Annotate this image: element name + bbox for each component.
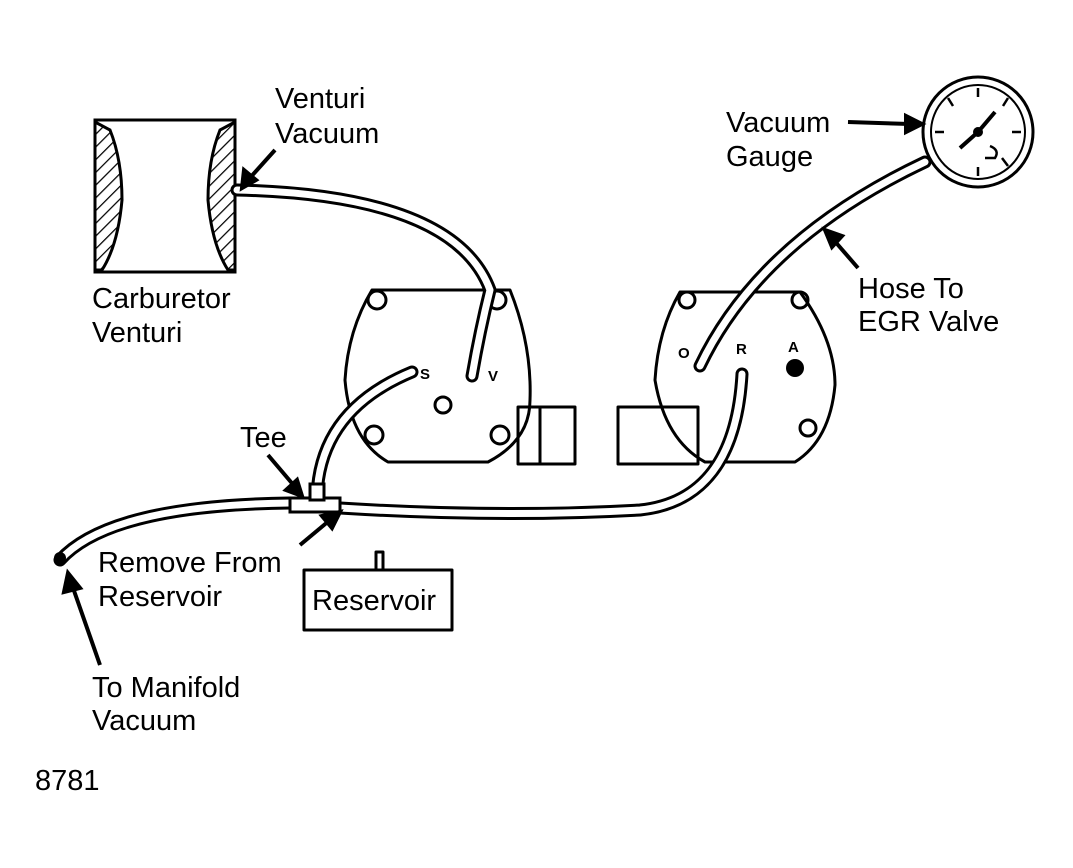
hoses <box>53 155 932 567</box>
hose-to-egr-label-2: EGR Valve <box>858 306 999 338</box>
arrow-vacuum-gauge <box>847 120 911 126</box>
venturi-vacuum-label-2: Vacuum <box>275 118 379 150</box>
port-o-label: O <box>678 345 690 362</box>
carburetor-venturi <box>93 118 237 274</box>
reservoir-label: Reservoir <box>312 585 436 617</box>
vacuum-gauge <box>921 75 1035 189</box>
arrow-to-manifold <box>70 584 102 666</box>
leader-arrows <box>61 112 927 666</box>
port-s-label: S <box>420 366 430 383</box>
labels: Venturi Vacuum Carburetor Venturi Vacuum… <box>35 83 999 797</box>
vacuum-gauge-label-2: Gauge <box>726 141 813 173</box>
hose-to-egr-label-1: Hose To <box>858 273 964 305</box>
carburetor-venturi-label-1: Carburetor <box>92 283 231 315</box>
port-a-label: A <box>788 339 799 356</box>
vacuum-amplifier: S V <box>343 288 577 466</box>
figure-number: 8781 <box>35 765 100 797</box>
egr-valve: O R A <box>616 290 837 466</box>
remove-from-reservoir-label-1: Remove From <box>98 547 282 579</box>
to-manifold-vacuum-label-2: Vacuum <box>92 705 196 737</box>
tee-label: Tee <box>240 422 287 454</box>
port-v-label: V <box>488 368 498 385</box>
port-a-plug <box>786 359 804 377</box>
reservoir: Reservoir <box>302 550 454 632</box>
remove-from-reservoir-label-2: Reservoir <box>98 581 222 613</box>
vacuum-gauge-label-1: Vacuum <box>726 107 830 139</box>
to-manifold-vacuum-label-1: To Manifold <box>92 672 240 704</box>
carburetor-venturi-label-2: Venturi <box>92 317 182 349</box>
venturi-vacuum-label-1: Venturi <box>275 83 365 115</box>
port-r-label: R <box>736 341 747 358</box>
arrow-remove-from-reservoir <box>298 518 332 547</box>
